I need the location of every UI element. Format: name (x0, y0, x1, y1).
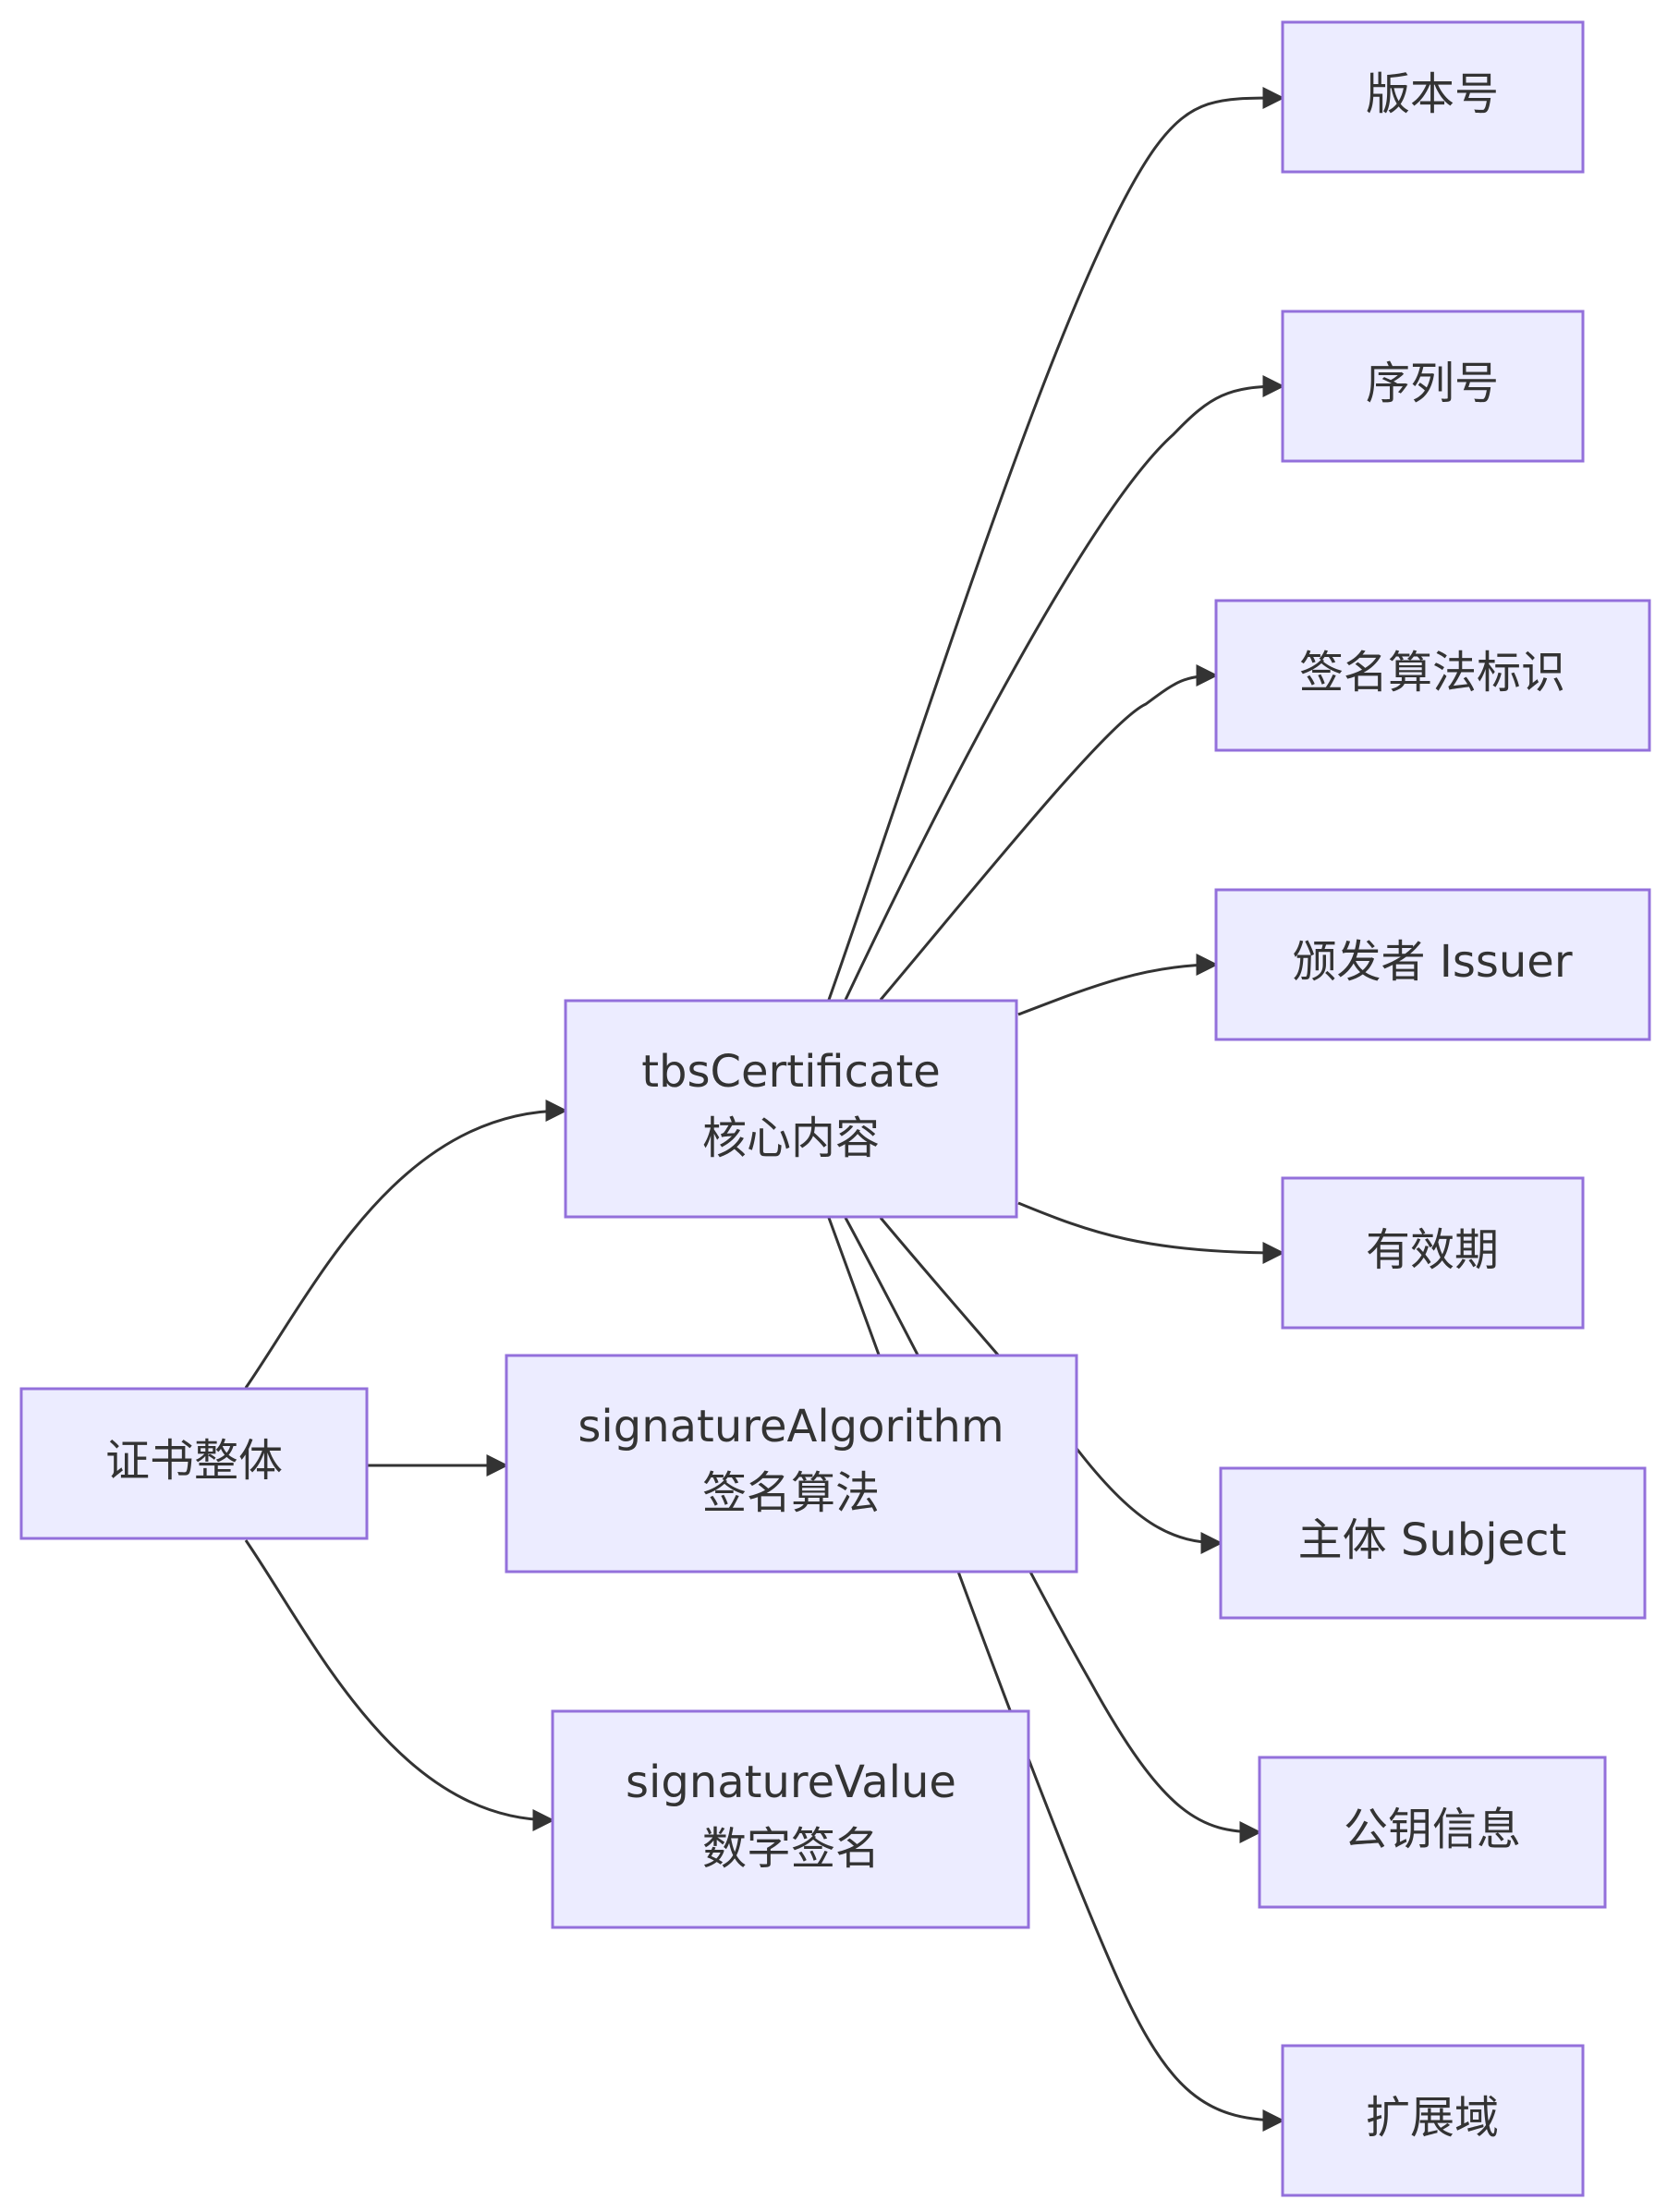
node-serial-number-label: 序列号 (1366, 358, 1499, 409)
node-tbs-certificate: tbsCertificate 核心内容 (564, 999, 1018, 1219)
edge-tbs-to-public-key (844, 1217, 1262, 1843)
node-version: 版本号 (1281, 20, 1585, 174)
node-signature-algorithm-label-1: signatureAlgorithm (578, 1401, 1004, 1452)
node-signature-algorithm: signatureAlgorithm 签名算法 (505, 1354, 1078, 1574)
edge-root-to-signature-value (244, 1539, 555, 1831)
edge-root-to-tbs (244, 1100, 568, 1389)
edge-tbs-to-version (827, 86, 1285, 1001)
node-algorithm-id: 签名算法标识 (1214, 599, 1651, 752)
node-extensions: 扩展域 (1281, 2044, 1585, 2197)
edge-tbs-to-algorithm-id (879, 664, 1219, 1001)
node-serial-number: 序列号 (1281, 310, 1585, 463)
edge-tbs-to-issuer (1017, 954, 1219, 1016)
node-issuer-label: 颁发者 Issuer (1292, 936, 1572, 988)
edge-tbs-to-serial-number (844, 375, 1285, 1001)
node-subject: 主体 Subject (1219, 1466, 1647, 1620)
node-extensions-label: 扩展域 (1366, 2092, 1499, 2144)
node-certificate-whole-label: 证书整体 (105, 1435, 283, 1487)
node-tbs-certificate-label-2: 核心内容 (702, 1112, 880, 1164)
node-validity-label: 有效期 (1366, 1224, 1499, 1276)
node-validity: 有效期 (1281, 1176, 1585, 1330)
node-public-key: 公钥信息 (1258, 1756, 1607, 1909)
edge-tbs-to-extensions (827, 1217, 1285, 2132)
node-certificate-whole: 证书整体 (19, 1387, 369, 1540)
node-algorithm-id-label: 签名算法标识 (1299, 647, 1565, 699)
node-signature-value-label-2: 数字签名 (702, 1823, 880, 1875)
nodes: 证书整体 tbsCertificate 核心内容 signatureAlgori… (19, 20, 1651, 2197)
node-issuer: 颁发者 Issuer (1214, 888, 1651, 1041)
node-public-key-label: 公钥信息 (1344, 1804, 1521, 1855)
node-version-label: 版本号 (1366, 68, 1499, 120)
node-signature-value-label-1: signatureValue (626, 1756, 956, 1808)
node-subject-label: 主体 Subject (1298, 1514, 1567, 1566)
node-tbs-certificate-label-1: tbsCertificate (641, 1046, 941, 1098)
node-signature-algorithm-label-2: 签名算法 (702, 1467, 880, 1519)
edge-tbs-to-validity (1017, 1201, 1285, 1264)
node-signature-value: signatureValue 数字签名 (551, 1709, 1030, 1929)
